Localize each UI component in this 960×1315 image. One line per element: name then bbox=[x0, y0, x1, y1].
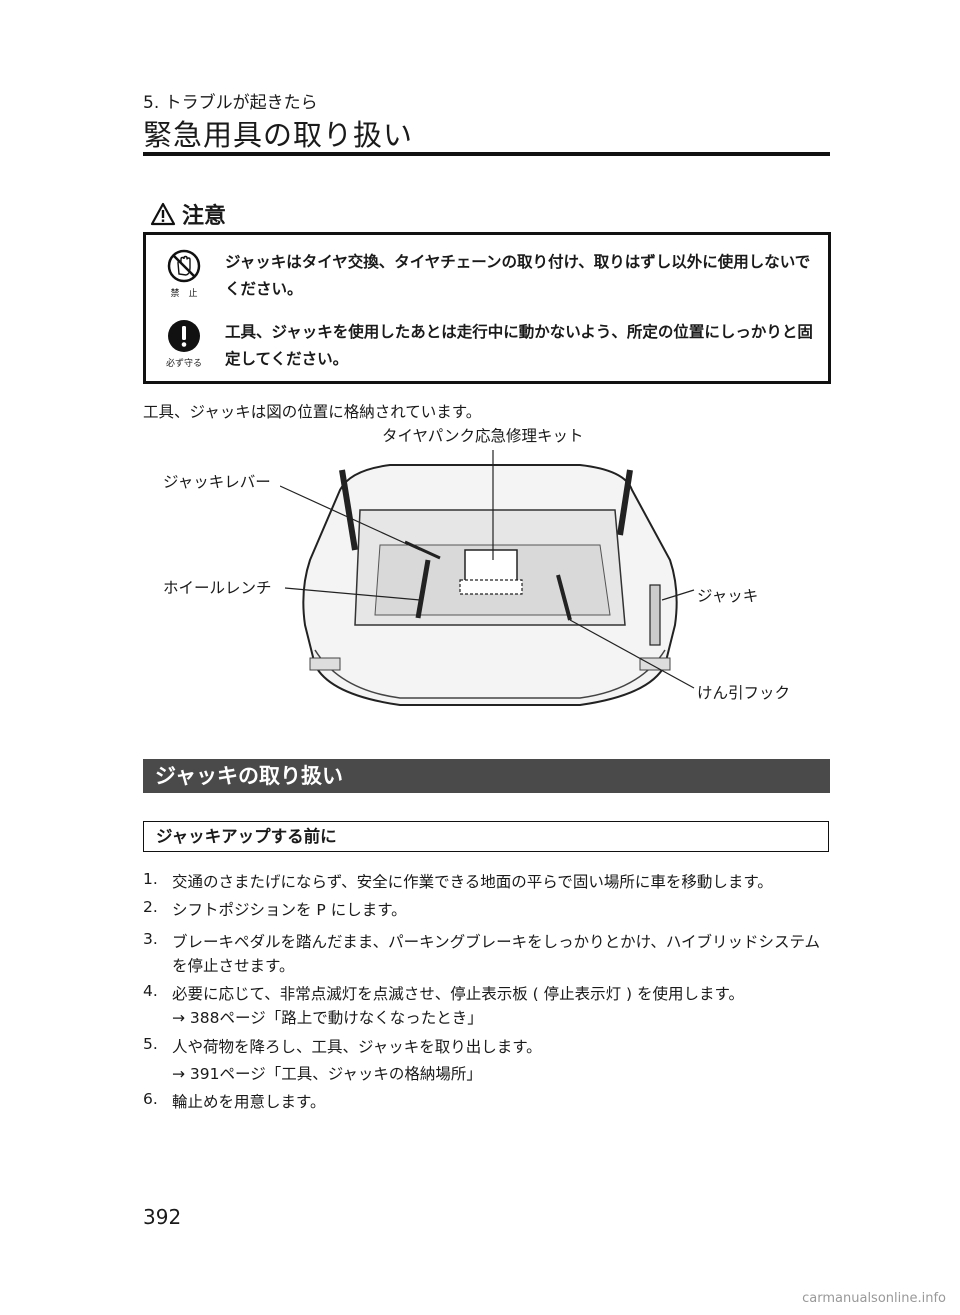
label-jack-lever: ジャッキレバー bbox=[163, 473, 271, 491]
hinge-left bbox=[339, 469, 358, 551]
jack-lever bbox=[404, 540, 441, 560]
step-text: 人や荷物を降ろし、工具、ジャッキを取り出します。 bbox=[172, 1038, 542, 1056]
step-number: 4. bbox=[143, 982, 158, 1000]
step-number: 5. bbox=[143, 1035, 158, 1053]
caution-item-icon-2: 必ず守る bbox=[162, 319, 206, 369]
label-wheel-wrench: ホイールレンチ bbox=[163, 579, 272, 597]
step-number: 3. bbox=[143, 930, 158, 948]
leader-wheel-wrench bbox=[284, 587, 421, 601]
caution-icon-label: 必ず守る bbox=[165, 359, 202, 369]
caution-item-text-2: 工具、ジャッキを使用したあとは走行中に動かないよう、所定の位置にしっかりと固定し… bbox=[225, 323, 813, 368]
caution-item-icon-1: 禁 止 bbox=[162, 249, 206, 299]
step-text: 交通のさまたげにならず、安全に作業できる地面の平らで固い場所に車を移動します。 bbox=[172, 873, 773, 891]
leader-jack-lever bbox=[280, 485, 421, 551]
jack bbox=[649, 584, 661, 646]
intro-text: 工具、ジャッキは図の位置に格納されています。 bbox=[143, 403, 482, 421]
caution-heading: 注意 bbox=[150, 198, 226, 230]
subsection-heading-text: ジャッキアップする前に bbox=[156, 827, 337, 846]
step-text: 輪止めを用意します。 bbox=[172, 1093, 326, 1111]
page-number: 392 bbox=[143, 1205, 182, 1229]
title-rule bbox=[143, 152, 830, 156]
leader-jack bbox=[661, 589, 695, 601]
prohibition-hand-icon bbox=[167, 249, 201, 283]
leader-tow-hook bbox=[569, 619, 695, 689]
step-reference: → 391ページ「工具、ジャッキの格納場所」 bbox=[172, 1065, 482, 1083]
step-text: ブレーキペダルを踏んだまま、パーキングブレーキをしっかりとかけ、ハイブリッドシス… bbox=[172, 933, 821, 975]
repair-kit-box bbox=[464, 549, 518, 583]
caution-item-text-1: ジャッキはタイヤ交換、タイヤチェーンの取り付け、取りはずし以外に使用しないでくだ… bbox=[225, 253, 811, 298]
trunk-diagram bbox=[280, 450, 695, 706]
rear-bumper bbox=[314, 649, 666, 699]
warning-triangle-icon bbox=[150, 202, 176, 226]
section-heading-text: ジャッキの取り扱い bbox=[155, 764, 343, 788]
step-text: 必要に応じて、非常点滅灯を点滅させ、停止表示板 ( 停止表示灯 ) を使用します… bbox=[172, 985, 744, 1003]
subsection-heading: ジャッキアップする前に bbox=[143, 821, 829, 852]
step-number: 2. bbox=[143, 898, 158, 916]
reflector-left bbox=[309, 657, 341, 671]
wheel-wrench bbox=[415, 559, 431, 619]
hinge-right bbox=[617, 469, 633, 536]
repair-kit-holder bbox=[459, 579, 523, 595]
step-reference: → 388ページ「路上で動けなくなったとき」 bbox=[172, 1009, 483, 1027]
label-jack: ジャッキ bbox=[697, 587, 759, 605]
chapter-label: 5. トラブルが起きたら bbox=[143, 93, 318, 113]
label-tow-hook: けん引フック bbox=[697, 684, 791, 702]
step-number: 6. bbox=[143, 1090, 158, 1108]
tow-hook bbox=[556, 574, 572, 621]
section-heading: ジャッキの取り扱い bbox=[143, 759, 830, 793]
reflector-right bbox=[639, 657, 671, 671]
page-title: 緊急用具の取り扱い bbox=[143, 118, 414, 152]
caution-icon-label: 禁 止 bbox=[170, 289, 198, 299]
exclamation-icon bbox=[168, 320, 200, 352]
footer-watermark: carmanualsonline.info bbox=[802, 1291, 946, 1306]
step-text: シフトポジションを P にします。 bbox=[172, 901, 407, 919]
caution-heading-text: 注意 bbox=[182, 204, 227, 229]
caution-box: 禁 止 ジャッキはタイヤ交換、タイヤチェーンの取り付け、取りはずし以外に使用しな… bbox=[143, 232, 831, 384]
label-repair-kit: タイヤパンク応急修理キット bbox=[382, 427, 584, 445]
step-number: 1. bbox=[143, 870, 158, 888]
